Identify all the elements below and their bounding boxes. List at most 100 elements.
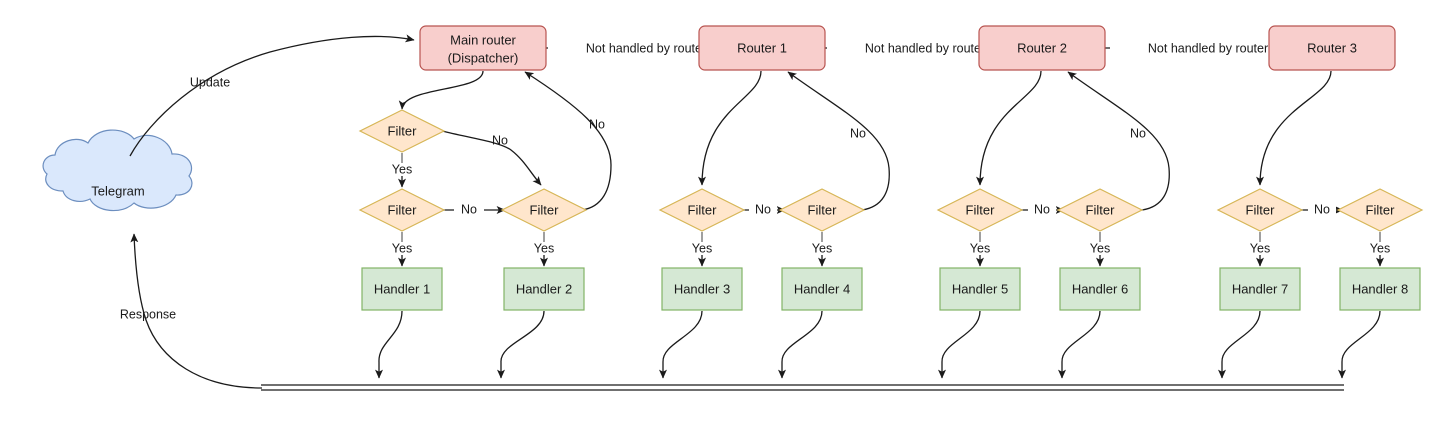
yes-label-c2: Yes (1090, 241, 1110, 255)
router-node-3[interactable]: Router 3 (1268, 25, 1396, 71)
handler-6-box (1059, 267, 1141, 311)
filter-node-b1[interactable]: Filter (658, 188, 746, 232)
edge-response (130, 233, 263, 389)
filter-a3-diamond (358, 188, 446, 232)
handler-2-box (503, 267, 585, 311)
cloud-shape (42, 129, 193, 212)
filter-node-b2[interactable]: Filter (778, 188, 866, 232)
nh-label-bg-2 (827, 38, 1023, 58)
router-3-label: Router 3 (1307, 40, 1357, 55)
handler-7-box (1219, 267, 1301, 311)
handler-8-box (1339, 267, 1421, 311)
yes-label-d1: Yes (1250, 241, 1270, 255)
handler-5-box (939, 267, 1021, 311)
handler-node-6[interactable]: Handler 6 (1059, 267, 1141, 311)
router-2-box (978, 25, 1106, 71)
filter-d1-label: Filter (1246, 202, 1276, 217)
no-label-bg-b-row (749, 201, 777, 219)
filter-node-c1[interactable]: Filter (936, 188, 1024, 232)
filter-b2-label: Filter (808, 202, 838, 217)
handler-node-5[interactable]: Handler 5 (939, 267, 1021, 311)
filter-node-d1[interactable]: Filter (1216, 188, 1304, 232)
edge-filter-b2-no-back-to-router1 (787, 71, 890, 211)
no-label-bg-d-row (1308, 201, 1336, 219)
chain-label-3: Not handled by router (1148, 41, 1268, 55)
main-router-label-line2: (Dispatcher) (448, 50, 519, 65)
edge-filter-a1-no-to-filter-a2 (441, 130, 542, 186)
handler-node-2[interactable]: Handler 2 (503, 267, 585, 311)
handler-1-box (361, 267, 443, 311)
router-node-2[interactable]: Router 2 (978, 25, 1106, 71)
yes-label-b2: Yes (812, 241, 832, 255)
filter-a1-diamond (358, 109, 446, 153)
no-label-bg-a-row (454, 201, 484, 219)
handler-3-box (661, 267, 743, 311)
filter-c2-diamond (1056, 188, 1144, 232)
handler-node-8[interactable]: Handler 8 (1339, 267, 1421, 311)
edge-filter-a2-no-back-to-main (524, 71, 612, 211)
yes-label-c1: Yes (970, 241, 990, 255)
handler-3-label: Handler 3 (674, 281, 730, 296)
edge-handler5-to-bus (938, 310, 981, 379)
filter-c2-label: Filter (1086, 202, 1116, 217)
handler-node-4[interactable]: Handler 4 (781, 267, 863, 311)
edge-handler1-to-bus (375, 310, 403, 379)
handler-node-3[interactable]: Handler 3 (661, 267, 743, 311)
filter-node-a2[interactable]: Filter (500, 188, 588, 232)
handler-node-1[interactable]: Handler 1 (361, 267, 443, 311)
router-node-main[interactable]: Main router (Dispatcher) (419, 25, 547, 71)
edge-handler7-to-bus (1218, 310, 1261, 379)
no-label-a-mid: No (589, 117, 605, 131)
main-router-box (419, 25, 547, 71)
filter-d1-diamond (1216, 188, 1304, 232)
yes-label-d2: Yes (1370, 241, 1390, 255)
telegram-label: Telegram (91, 183, 144, 198)
router-2-label: Router 2 (1017, 40, 1067, 55)
handler-4-box (781, 267, 863, 311)
filter-node-a1[interactable]: Filter (358, 109, 446, 153)
yes-label-a3: Yes (534, 241, 554, 255)
edge-handler6-to-bus (1058, 310, 1101, 379)
filter-node-d2[interactable]: Filter (1336, 188, 1424, 232)
handler-2-label: Handler 2 (516, 281, 572, 296)
edge-update (129, 34, 415, 157)
handler-6-label: Handler 6 (1072, 281, 1128, 296)
main-router-label-line1: Main router (450, 32, 516, 47)
nh-label-bg-1 (548, 38, 744, 58)
edge-handler8-to-bus (1338, 310, 1381, 379)
edge-handler3-to-bus (659, 310, 703, 379)
router-3-box (1268, 25, 1396, 71)
filter-node-c2[interactable]: Filter (1056, 188, 1144, 232)
edge-label-update: Update (190, 75, 230, 89)
no-label-b-top: No (850, 126, 866, 140)
handler-7-label: Handler 7 (1232, 281, 1288, 296)
yes-label-a1: Yes (392, 162, 412, 176)
yes-label-b1: Yes (692, 241, 712, 255)
filter-a2-label: Filter (530, 202, 560, 217)
edge-handler4-to-bus (778, 310, 823, 379)
no-label-d-row: No (1314, 202, 1330, 216)
filter-a1-label: Filter (388, 123, 418, 138)
handler-node-7[interactable]: Handler 7 (1219, 267, 1301, 311)
router-node-1[interactable]: Router 1 (698, 25, 826, 71)
handler-8-label: Handler 8 (1352, 281, 1408, 296)
no-label-c-top: No (1130, 126, 1146, 140)
no-label-c-row: No (1034, 202, 1050, 216)
filter-b1-label: Filter (688, 202, 718, 217)
filter-d2-diamond (1336, 188, 1424, 232)
handler-1-label: Handler 1 (374, 281, 430, 296)
no-label-b-row: No (755, 202, 771, 216)
telegram-cloud-node[interactable]: Telegram (42, 129, 193, 212)
filter-c1-label: Filter (966, 202, 996, 217)
yes-label-a2: Yes (392, 241, 412, 255)
filter-node-a3[interactable]: Filter (358, 188, 446, 232)
handler-5-label: Handler 5 (952, 281, 1008, 296)
filter-a2-diamond (500, 188, 588, 232)
filter-a3-label: Filter (388, 202, 418, 217)
router-1-label: Router 1 (737, 40, 787, 55)
filter-c1-diamond (936, 188, 1024, 232)
chain-label-2: Not handled by router (865, 41, 985, 55)
no-label-a-top: No (492, 133, 508, 147)
filter-b2-diamond (778, 188, 866, 232)
